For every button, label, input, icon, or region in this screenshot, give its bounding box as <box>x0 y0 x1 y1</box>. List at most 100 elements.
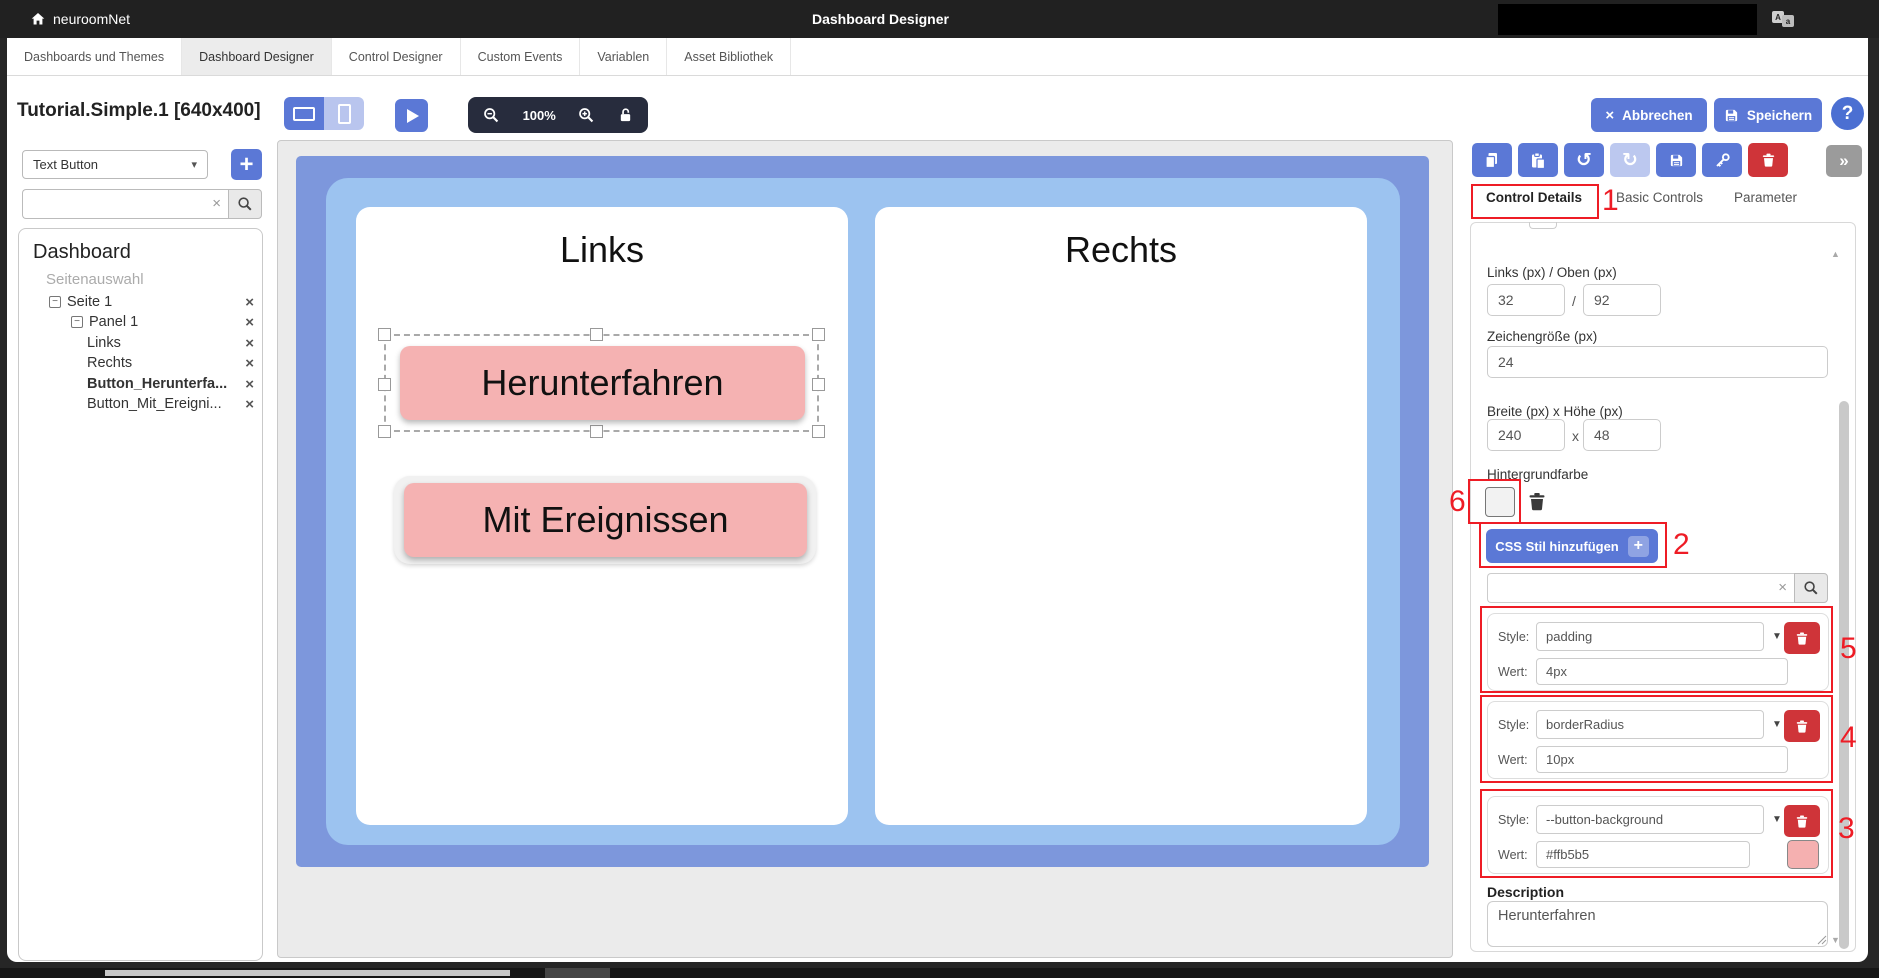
style-color-swatch[interactable] <box>1787 840 1819 869</box>
tab-control-designer[interactable]: Control Designer <box>332 38 461 75</box>
delete-x-icon[interactable]: × <box>245 355 254 372</box>
style-filter-input[interactable] <box>1488 574 1794 602</box>
save-button[interactable]: Speichern <box>1714 98 1822 132</box>
save-icon <box>1670 154 1682 166</box>
control-type-select[interactable]: Text Button ▾ <box>22 150 208 179</box>
sidebar-search-button[interactable] <box>228 189 262 219</box>
paste-button[interactable] <box>1518 143 1558 177</box>
key-button[interactable] <box>1702 143 1742 177</box>
sidebar-search-input[interactable] <box>23 190 228 218</box>
style-value-input[interactable] <box>1536 746 1788 773</box>
position-left-input[interactable] <box>1487 284 1565 316</box>
delete-x-icon[interactable]: × <box>245 376 254 393</box>
delete-control-button[interactable] <box>1748 143 1788 177</box>
landscape-icon[interactable] <box>284 97 324 130</box>
delete-style-button[interactable] <box>1784 805 1820 837</box>
style-value-input[interactable] <box>1536 841 1750 868</box>
panel-rechts[interactable]: Rechts <box>875 207 1367 825</box>
brand[interactable]: neuroomNet <box>30 0 130 38</box>
resize-handle[interactable] <box>590 328 603 341</box>
font-size-input[interactable] <box>1487 346 1828 378</box>
panel-links-title: Links <box>559 229 645 270</box>
document-title: Tutorial.Simple.1 [640x400] <box>17 100 261 121</box>
zoom-out-button[interactable] <box>483 107 500 124</box>
add-css-style-button[interactable]: CSS Stil hinzufügen + <box>1486 529 1658 563</box>
clear-icon[interactable]: × <box>212 195 221 212</box>
redo-button[interactable]: ↻ <box>1610 143 1650 177</box>
tree-item-button-mit-ereignissen[interactable]: Button_Mit_Ereigni... × <box>87 396 254 413</box>
scroll-up-icon[interactable]: ▲ <box>1831 249 1840 259</box>
tree-item-seite-1[interactable]: − Seite 1 × <box>19 292 264 312</box>
tab-asset-bibliothek[interactable]: Asset Bibliothek <box>667 38 792 75</box>
play-button[interactable] <box>395 99 428 132</box>
tree-item-button-herunterfahren[interactable]: Button_Herunterfa... × <box>87 376 254 393</box>
mit-ereignissen-wrapper: Mit Ereignissen <box>394 476 816 564</box>
resize-handle[interactable] <box>812 378 825 391</box>
style-name-input[interactable] <box>1536 622 1764 651</box>
herunterfahren-button[interactable]: Herunterfahren <box>400 346 805 420</box>
tab-dashboards-und-themes[interactable]: Dashboards und Themes <box>7 38 183 75</box>
portrait-icon[interactable] <box>324 97 364 130</box>
style-value-input[interactable] <box>1536 658 1788 685</box>
tab-control-details[interactable]: Control Details <box>1486 190 1583 205</box>
height-input[interactable] <box>1583 419 1661 451</box>
copy-button[interactable] <box>1472 143 1512 177</box>
tab-custom-events[interactable]: Custom Events <box>461 38 581 75</box>
mit-ereignissen-button[interactable]: Mit Ereignissen <box>404 483 807 557</box>
caret-down-icon[interactable]: ▼ <box>1772 814 1782 825</box>
style-filter-search-button[interactable] <box>1794 573 1828 603</box>
resize-handle[interactable] <box>378 425 391 438</box>
cancel-button[interactable]: × Abbrechen <box>1591 98 1707 132</box>
tab-basic-controls[interactable]: Basic Controls <box>1616 190 1704 205</box>
tab-parameter[interactable]: Parameter <box>1734 190 1798 205</box>
width-input[interactable] <box>1487 419 1565 451</box>
resize-handle[interactable] <box>378 378 391 391</box>
caret-down-icon[interactable]: ▼ <box>1772 631 1782 642</box>
description-textarea[interactable]: Herunterfahren <box>1487 901 1828 947</box>
delete-x-icon[interactable]: × <box>245 294 254 311</box>
copy-icon <box>1485 152 1497 168</box>
lock-button[interactable] <box>618 107 633 123</box>
delete-x-icon[interactable]: × <box>245 314 254 331</box>
background-color-swatch[interactable] <box>1485 487 1515 517</box>
collapse-panel-button[interactable]: » <box>1826 145 1862 177</box>
scrollbar-thumb[interactable] <box>1839 401 1849 949</box>
selection-box[interactable]: Herunterfahren <box>378 328 825 438</box>
style-name-input[interactable] <box>1536 805 1764 834</box>
collapse-minus-icon[interactable]: − <box>49 296 61 308</box>
clear-icon[interactable]: × <box>1778 579 1787 596</box>
delete-x-icon[interactable]: × <box>245 335 254 352</box>
save-control-button[interactable] <box>1656 143 1696 177</box>
add-control-button[interactable]: + <box>231 149 262 180</box>
zoom-in-button[interactable] <box>578 107 595 124</box>
collapse-minus-icon[interactable]: − <box>71 316 83 328</box>
tree-item-rechts[interactable]: Rechts × <box>87 355 254 372</box>
caret-down-icon[interactable]: ▼ <box>1772 719 1782 730</box>
control-details-form: ▲ Links (px) / Oben (px) / Zeichengröße … <box>1470 222 1856 952</box>
resize-handle[interactable] <box>378 328 391 341</box>
undo-button[interactable]: ↺ <box>1564 143 1604 177</box>
trash-icon <box>1796 632 1808 645</box>
position-top-input[interactable] <box>1583 284 1661 316</box>
tree-item-links[interactable]: Links × <box>87 335 254 352</box>
resize-handle[interactable] <box>812 425 825 438</box>
style-name-input[interactable] <box>1536 710 1764 739</box>
scroll-down-icon[interactable]: ▼ <box>1831 935 1840 945</box>
style-filter: × <box>1487 573 1828 603</box>
delete-style-button[interactable] <box>1784 622 1820 654</box>
delete-x-icon[interactable]: × <box>245 396 254 413</box>
resize-handle[interactable] <box>590 425 603 438</box>
clear-background-button[interactable] <box>1527 491 1547 512</box>
tab-variablen[interactable]: Variablen <box>580 38 668 75</box>
style-row-padding: Style: ▼ Wert: <box>1487 613 1829 691</box>
tab-dashboard-designer[interactable]: Dashboard Designer <box>182 38 332 75</box>
tree-item-panel-1[interactable]: − Panel 1 × <box>19 312 264 332</box>
delete-style-button[interactable] <box>1784 710 1820 742</box>
resize-handle[interactable] <box>812 328 825 341</box>
help-button[interactable]: ? <box>1831 97 1864 130</box>
style-row-button-background: Style: ▼ Wert: <box>1487 796 1829 874</box>
design-canvas[interactable]: Links Rechts Herunterfahren Mit Ereignis… <box>277 140 1453 958</box>
